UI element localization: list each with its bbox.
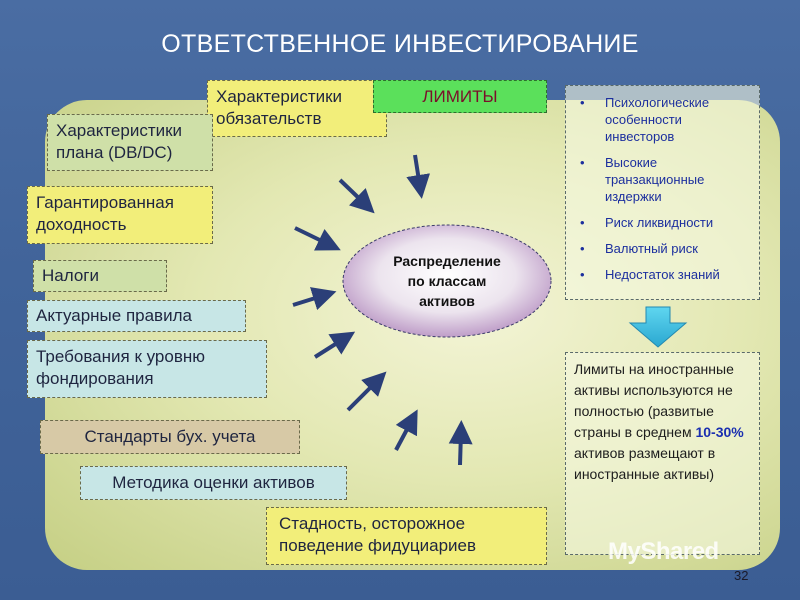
- factor-guaranteed-yield: Гарантированная доходность: [27, 186, 213, 244]
- limit-reasons-box: •Психологические особенности инвесторов …: [565, 85, 760, 300]
- factor-liabilities: Характеристики обязательств: [207, 80, 387, 137]
- list-item: •Высокие транзакционные издержки: [580, 155, 705, 204]
- list-item: •Психологические особенности инвесторов: [580, 95, 710, 144]
- limits-note-box: Лимиты на иностранные активы используютс…: [565, 352, 760, 555]
- slide-title: ОТВЕТСТВЕННОЕ ИНВЕСТИРОВАНИЕ: [161, 30, 639, 58]
- limits-note: Лимиты на иностранные активы используютс…: [574, 361, 744, 482]
- center-label: Распределение по классам активов: [393, 253, 501, 309]
- list-item: •Риск ликвидности: [580, 215, 714, 230]
- factor-taxes: Налоги: [33, 260, 167, 292]
- factor-herding-behavior: Стадность, осторожное поведение фидуциар…: [266, 507, 547, 565]
- page-number: 32: [734, 568, 749, 583]
- watermark-logo: MyShared: [608, 538, 719, 565]
- limits-label: ЛИМИТЫ: [373, 80, 547, 113]
- down-arrow-icon: [628, 306, 688, 348]
- center-node: Распределение по классам активов: [340, 222, 554, 340]
- factor-valuation-method: Методика оценки активов: [80, 466, 347, 500]
- factor-plan-characteristics: Характеристики плана (DB/DC): [47, 114, 213, 171]
- limit-reasons-list: •Психологические особенности инвесторов …: [566, 86, 759, 283]
- factor-accounting-standards: Стандарты бух. учета: [40, 420, 300, 454]
- factor-funding-requirements: Требования к уровню фондирования: [27, 340, 267, 398]
- list-item: •Недостаток знаний: [580, 267, 720, 282]
- note-highlight: 10-30%: [695, 424, 744, 440]
- list-item: •Валютный риск: [580, 241, 698, 256]
- factor-actuarial-rules: Актуарные правила: [27, 300, 246, 332]
- center-ellipse: [342, 224, 552, 338]
